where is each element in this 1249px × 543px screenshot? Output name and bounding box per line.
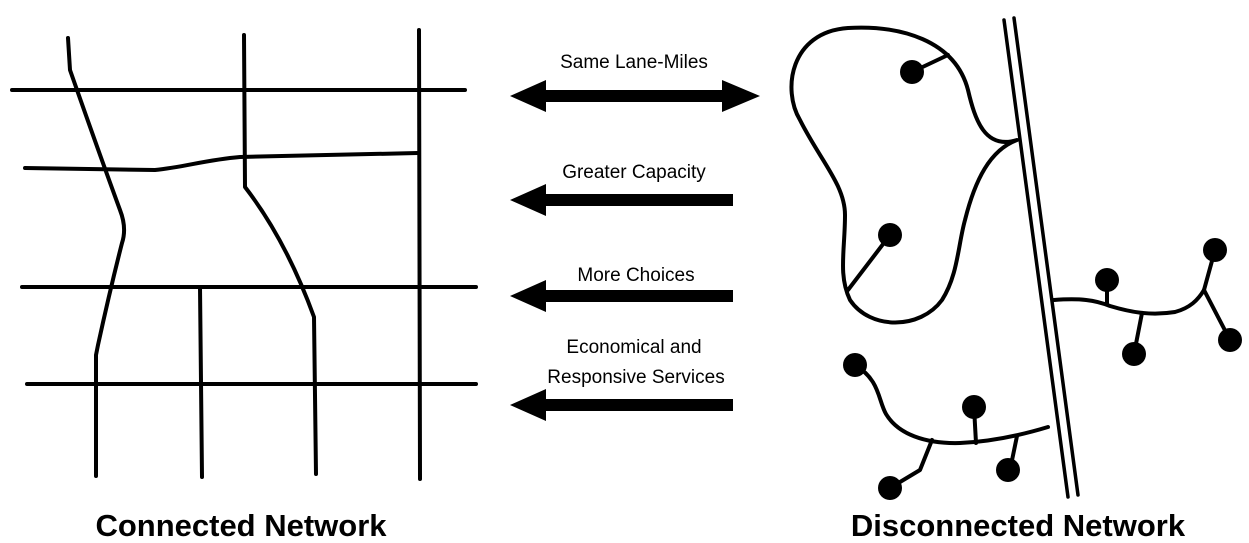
disconnected-network: [789, 16, 1242, 500]
connected-street-v3: [417, 28, 422, 481]
label-greater-capacity: Greater Capacity: [562, 162, 706, 183]
cul-de-sac-end: [878, 476, 902, 500]
cul-de-sac-end: [1095, 268, 1119, 292]
label-more-choices: More Choices: [577, 265, 694, 286]
east-branch-street: [1052, 288, 1206, 316]
cul-de-sac-end: [1122, 342, 1146, 366]
comparison-arrows: Same Lane-Miles Greater Capacity More Ch…: [510, 52, 760, 421]
label-economical-line1: Economical and: [566, 337, 701, 358]
caption-disconnected-network: Disconnected Network: [851, 508, 1186, 543]
caption-connected-network: Connected Network: [95, 508, 387, 543]
southwest-branch-street: [853, 363, 1050, 446]
connected-network: [10, 28, 478, 481]
cul-de-sac-end: [1203, 238, 1227, 262]
double-arrow-icon: [510, 80, 760, 112]
left-arrow-icon: [510, 184, 733, 216]
connected-street-v2: [242, 33, 318, 476]
connected-street-v4: [198, 285, 204, 479]
cul-de-sac-end: [900, 60, 924, 84]
cul-de-sac-end: [1218, 328, 1242, 352]
left-arrow-icon: [510, 389, 733, 421]
label-economical-line2: Responsive Services: [547, 367, 724, 388]
cul-de-sac-end: [843, 353, 867, 377]
cul-de-sac-end: [878, 223, 902, 247]
arterial-road-left-edge: [1002, 18, 1070, 499]
left-arrow-icon: [510, 280, 733, 312]
cul-de-sac-end: [996, 458, 1020, 482]
cul-de-sac-end: [962, 395, 986, 419]
connected-street-v1: [66, 36, 127, 478]
loop-street: [789, 25, 1019, 325]
arterial-road-right-edge: [1012, 16, 1080, 497]
connected-street-h2: [23, 151, 420, 172]
label-same-lane-miles: Same Lane-Miles: [560, 52, 708, 73]
